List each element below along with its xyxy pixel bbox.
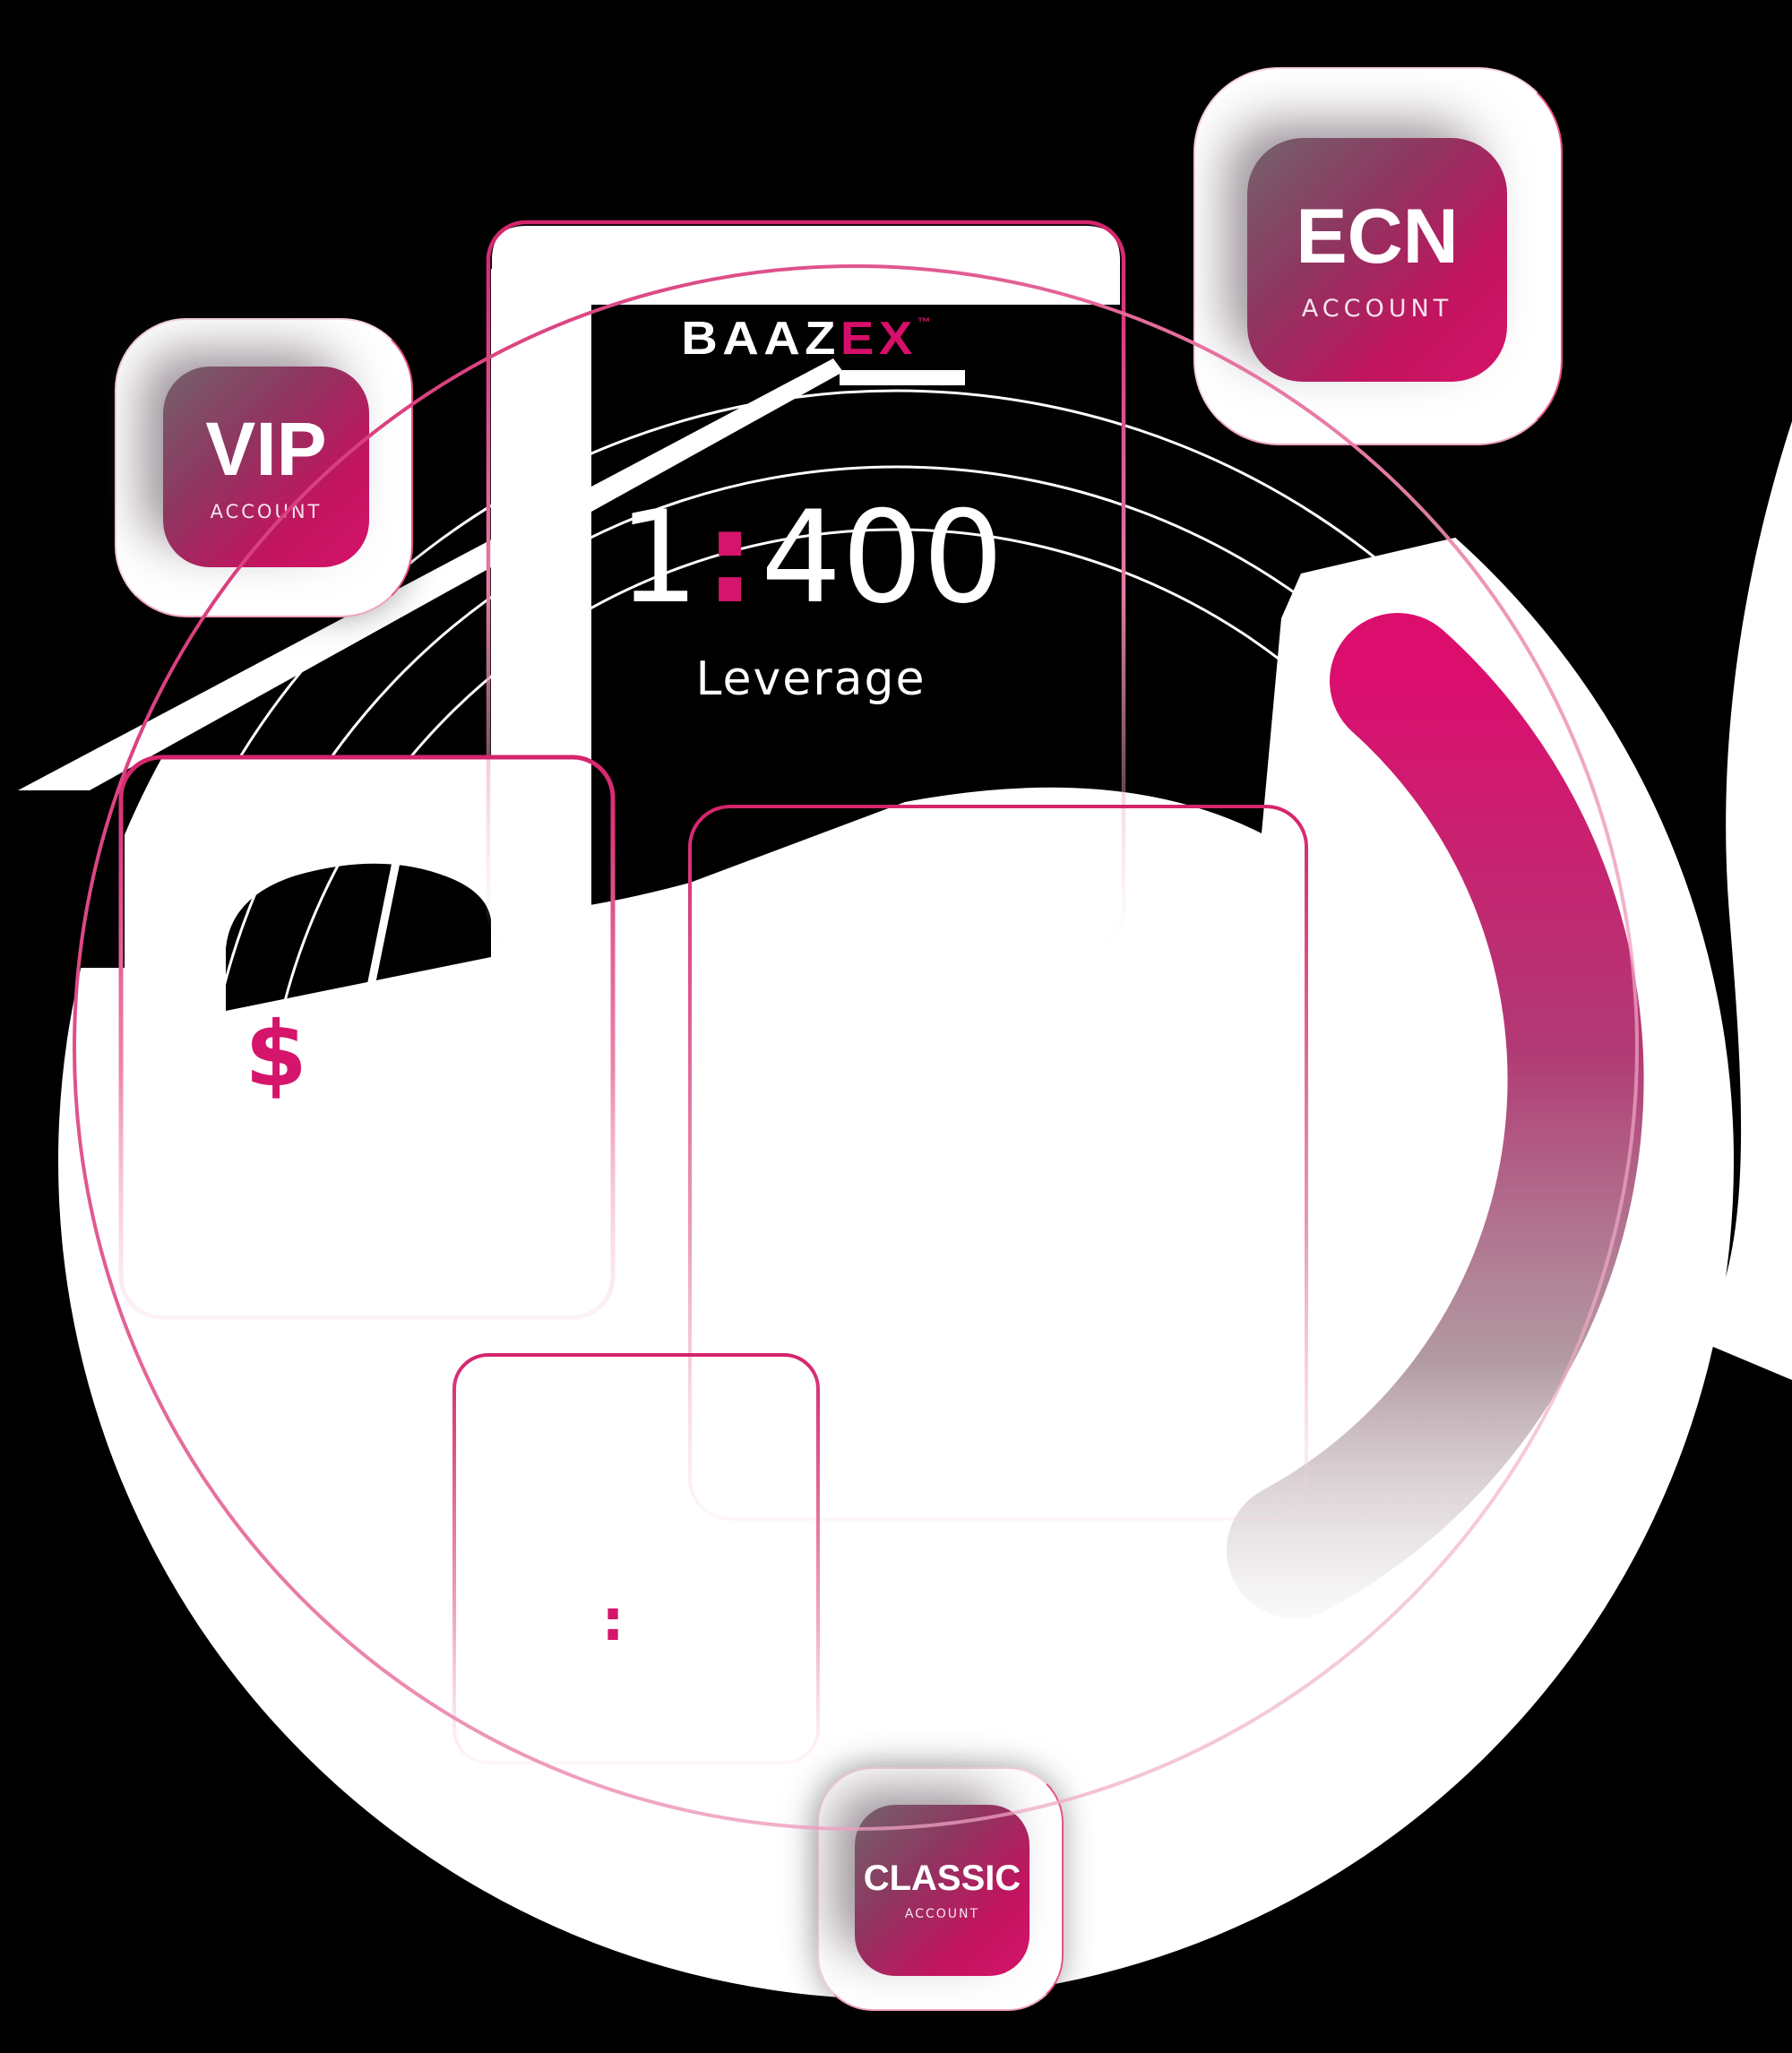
badge-classic-title: CLASSIC: [863, 1858, 1021, 1898]
badge-vip-account: VIP ACCOUNT: [115, 318, 413, 617]
ratio-numerator: 1: [617, 484, 700, 632]
logo-underline-bar: [840, 370, 965, 385]
badge-ecn-tile: ECN ACCOUNT: [1247, 138, 1507, 382]
badge-ecn-account: ECN ACCOUNT: [1193, 67, 1563, 445]
leverage-ratio: 1:400: [578, 495, 1044, 622]
leverage-label: Leverage: [695, 652, 926, 706]
time-card-frame: [452, 1353, 820, 1764]
badge-classic-tile: CLASSIC ACCOUNT: [855, 1805, 1030, 1976]
right-crescent: [1701, 421, 1792, 1380]
ring-fragment-slit: [361, 861, 401, 1014]
logo-text-baaz: BAAZ: [681, 313, 840, 365]
radar-ring-inner: [263, 528, 1529, 1795]
colon-symbol: :: [601, 1588, 625, 1654]
dollar-symbol: $: [245, 1002, 307, 1107]
logo-text-ex: EX: [840, 313, 918, 365]
ring-fragment: [226, 863, 491, 1011]
progress-arc: [1227, 613, 1644, 1618]
badge-classic-subtitle: ACCOUNT: [904, 1906, 980, 1921]
card-top-strip: [492, 226, 1120, 305]
trademark-mark: ™: [917, 315, 931, 329]
badge-vip-title: VIP: [205, 407, 327, 491]
badge-ecn-subtitle: ACCOUNT: [1301, 294, 1453, 323]
swoosh-band: [491, 269, 591, 952]
badge-vip-subtitle: ACCOUNT: [210, 501, 323, 522]
deposit-card-frame: [118, 755, 616, 1320]
ratio-denominator: 400: [761, 484, 1004, 632]
badge-vip-tile: VIP ACCOUNT: [163, 367, 369, 567]
ratio-separator: :: [704, 484, 756, 632]
badge-ecn-title: ECN: [1296, 193, 1459, 280]
middle-card-frame: [688, 805, 1308, 1521]
badge-classic-account: CLASSIC ACCOUNT: [817, 1767, 1064, 2011]
brand-logo: BAAZEX™: [463, 315, 1150, 362]
